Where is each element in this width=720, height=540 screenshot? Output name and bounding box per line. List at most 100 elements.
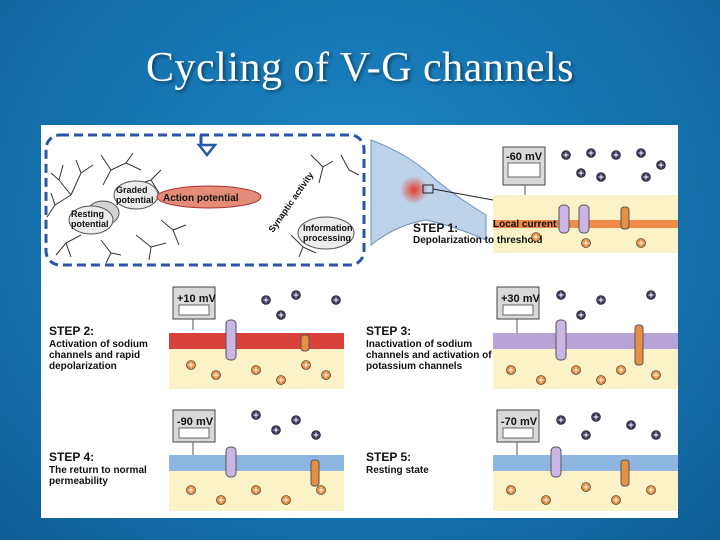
- step5-membrane: [493, 455, 678, 471]
- sodium-ion-icon: [291, 290, 301, 300]
- step3-membrane: [493, 333, 678, 349]
- slide-title: Cycling of V-G channels: [146, 45, 574, 91]
- potassium-ion-icon: [581, 482, 591, 492]
- potassium-ion-icon: [506, 365, 516, 375]
- sodium-ion-icon: [291, 415, 301, 425]
- potassium-ion-icon: [281, 495, 291, 505]
- potassium-ion-icon: [581, 238, 591, 248]
- step2-meter-dial: [178, 304, 210, 316]
- potassium-ion-icon: [186, 360, 196, 370]
- sodium-ion-icon: [596, 295, 606, 305]
- step5-k-channel: [620, 459, 630, 487]
- sodium-ion-icon: [656, 160, 666, 170]
- step3-meter-dial: [502, 304, 534, 316]
- sodium-ion-icon: [581, 430, 591, 440]
- sodium-ion-icon: [311, 430, 321, 440]
- step1-panel: -60 mV STEP 1: Depolarization to thresho…: [370, 139, 678, 253]
- step2-membrane: [169, 333, 344, 349]
- potassium-ion-icon: [316, 485, 326, 495]
- sodium-ion-icon: [611, 150, 621, 160]
- potassium-ion-icon: [651, 370, 661, 380]
- sodium-ion-icon: [561, 150, 571, 160]
- sodium-ion-icon: [331, 295, 341, 305]
- step4-na-channel: [225, 446, 237, 478]
- potassium-ion-icon: [251, 485, 261, 495]
- potassium-ion-icon: [216, 495, 226, 505]
- potassium-ion-icon: [596, 375, 606, 385]
- step3-title: STEP 3:: [366, 324, 411, 338]
- potassium-ion-icon: [571, 365, 581, 375]
- step1-desc: Depolarization to threshold: [413, 235, 542, 246]
- sodium-ion-icon: [576, 168, 586, 178]
- potassium-ion-icon: [301, 360, 311, 370]
- step5-voltage: -70 mV: [501, 416, 538, 428]
- step4-title: STEP 4:: [49, 450, 94, 464]
- step1-title: STEP 1:: [413, 221, 458, 235]
- depolarization-spot: [400, 176, 428, 204]
- potassium-ion-icon: [541, 495, 551, 505]
- sodium-ion-icon: [556, 415, 566, 425]
- step5-title: STEP 5:: [366, 450, 411, 464]
- potassium-ion-icon: [251, 365, 261, 375]
- step2-k-channel: [300, 334, 310, 352]
- sodium-ion-icon: [641, 172, 651, 182]
- potassium-ion-icon: [211, 370, 221, 380]
- zoom-line: [432, 188, 494, 201]
- sodium-ion-icon: [636, 148, 646, 158]
- info-bubble: [297, 216, 355, 250]
- step4-k-channel: [310, 459, 320, 487]
- concept-map-border: [44, 133, 366, 267]
- sodium-ion-icon: [596, 172, 606, 182]
- step1-meter-dial: [507, 162, 541, 178]
- step4-meter-dial: [178, 427, 210, 439]
- potassium-ion-icon: [611, 495, 621, 505]
- step5-na-channel: [550, 446, 562, 478]
- resting-bubble: [68, 205, 114, 235]
- step2-na-channel: [225, 319, 237, 361]
- step1-na-channel-2: [578, 204, 590, 234]
- sodium-ion-icon: [251, 410, 261, 420]
- action-potential-label: Action potential: [163, 193, 239, 204]
- step1-local-current: Local current: [493, 219, 557, 230]
- sodium-ion-icon: [556, 290, 566, 300]
- potassium-ion-icon: [536, 375, 546, 385]
- step1-na-channel: [558, 204, 570, 234]
- potassium-ion-icon: [506, 485, 516, 495]
- potassium-ion-icon: [616, 365, 626, 375]
- potassium-ion-icon: [646, 485, 656, 495]
- sodium-ion-icon: [646, 290, 656, 300]
- sodium-ion-icon: [591, 412, 601, 422]
- ions-layer: [186, 148, 666, 505]
- sodium-ion-icon: [626, 420, 636, 430]
- step5-desc: Resting state: [366, 465, 429, 476]
- step1-voltage: -60 mV: [506, 151, 543, 163]
- step1-k-channel: [620, 206, 630, 230]
- step5-meter-dial: [502, 427, 534, 439]
- step2-title: STEP 2:: [49, 324, 94, 338]
- step4-voltage: -90 mV: [177, 416, 214, 428]
- sodium-ion-icon: [261, 295, 271, 305]
- step3-na-channel: [555, 319, 567, 361]
- sodium-ion-icon: [271, 425, 281, 435]
- down-arrow-icon: [196, 143, 218, 158]
- step2-voltage: +10 mV: [177, 293, 216, 305]
- potassium-ion-icon: [186, 485, 196, 495]
- sodium-ion-icon: [276, 310, 286, 320]
- neuron-sketch-icon: [46, 152, 360, 264]
- step3-k-channel: [634, 324, 644, 366]
- step3-intracellular: [493, 349, 678, 389]
- potassium-ion-icon: [276, 375, 286, 385]
- potassium-ion-icon: [321, 370, 331, 380]
- step4-membrane: [169, 455, 344, 471]
